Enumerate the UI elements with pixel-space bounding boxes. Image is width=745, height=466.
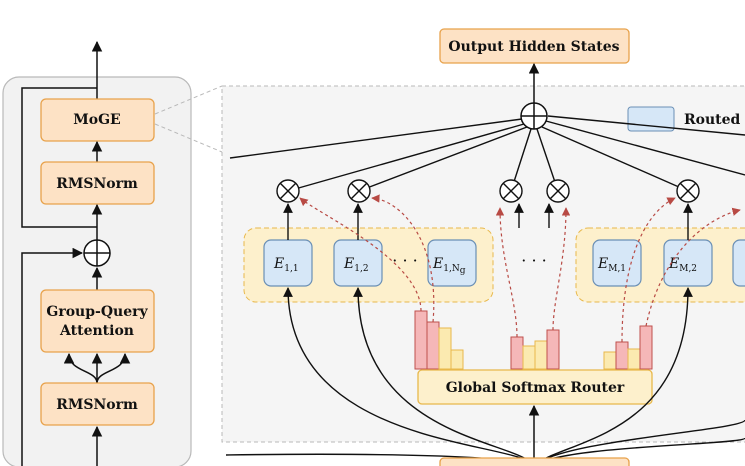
- multiply-node-icon: [499, 179, 523, 203]
- group-1-ellipsis: · · ·: [392, 251, 417, 270]
- router-score-bars-middle: [510, 329, 560, 370]
- expert-e12: E1,2: [333, 239, 383, 287]
- output-hidden-states-label: Output Hidden States: [448, 39, 619, 55]
- svg-text:E1,2: E1,2: [343, 256, 369, 274]
- zoom-connector-bottom: [154, 123, 223, 153]
- multiply-node-icon: [546, 179, 570, 203]
- multiply-node-icon: [276, 179, 300, 203]
- svg-text:EM,1: EM,1: [597, 256, 626, 274]
- router-score-bars-group-1: [414, 310, 464, 370]
- gqa-label-line1: Group-Query: [46, 304, 148, 320]
- svg-text:E1,Ng: E1,Ng: [432, 256, 466, 276]
- rmsnorm-top-label: RMSNorm: [56, 176, 138, 192]
- between-groups-ellipsis: · · ·: [521, 251, 546, 270]
- zoom-connector-top: [154, 85, 223, 115]
- multiply-node-icon: [347, 179, 371, 203]
- rmsnorm-bottom-label: RMSNorm: [56, 397, 138, 413]
- gqa-label-line2: Attention: [59, 323, 134, 339]
- router-score-bars-group-m: [603, 325, 653, 370]
- svg-text:EM,2: EM,2: [668, 256, 697, 274]
- combine-lines: [229, 115, 745, 192]
- legend-routed-expert-label: Routed E: [684, 112, 745, 128]
- residual-add-icon: [83, 239, 111, 267]
- svg-text:E1,1: E1,1: [273, 256, 299, 274]
- rmsnorm-bottom-box: [40, 382, 155, 426]
- sum-node-icon: [520, 102, 548, 130]
- global-softmax-router-label: Global Softmax Router: [446, 380, 625, 396]
- attention-residual-line: [21, 247, 84, 466]
- gating-weight-arrows: [299, 194, 741, 343]
- expert-partial: [732, 239, 745, 287]
- qkv-branch-arrows: [63, 352, 131, 384]
- gqa-box: [40, 289, 155, 353]
- moge-residual-line: [21, 87, 97, 228]
- input-hidden-states-box: [439, 457, 630, 466]
- expert-em1: EM,1: [592, 239, 642, 287]
- expert-e1ng: E1,Ng: [427, 239, 477, 287]
- global-softmax-router-box: [417, 369, 653, 405]
- moge-label: MoGE: [73, 112, 120, 128]
- expert-e11: E1,1: [263, 239, 313, 287]
- multiply-node-icon: [676, 179, 700, 203]
